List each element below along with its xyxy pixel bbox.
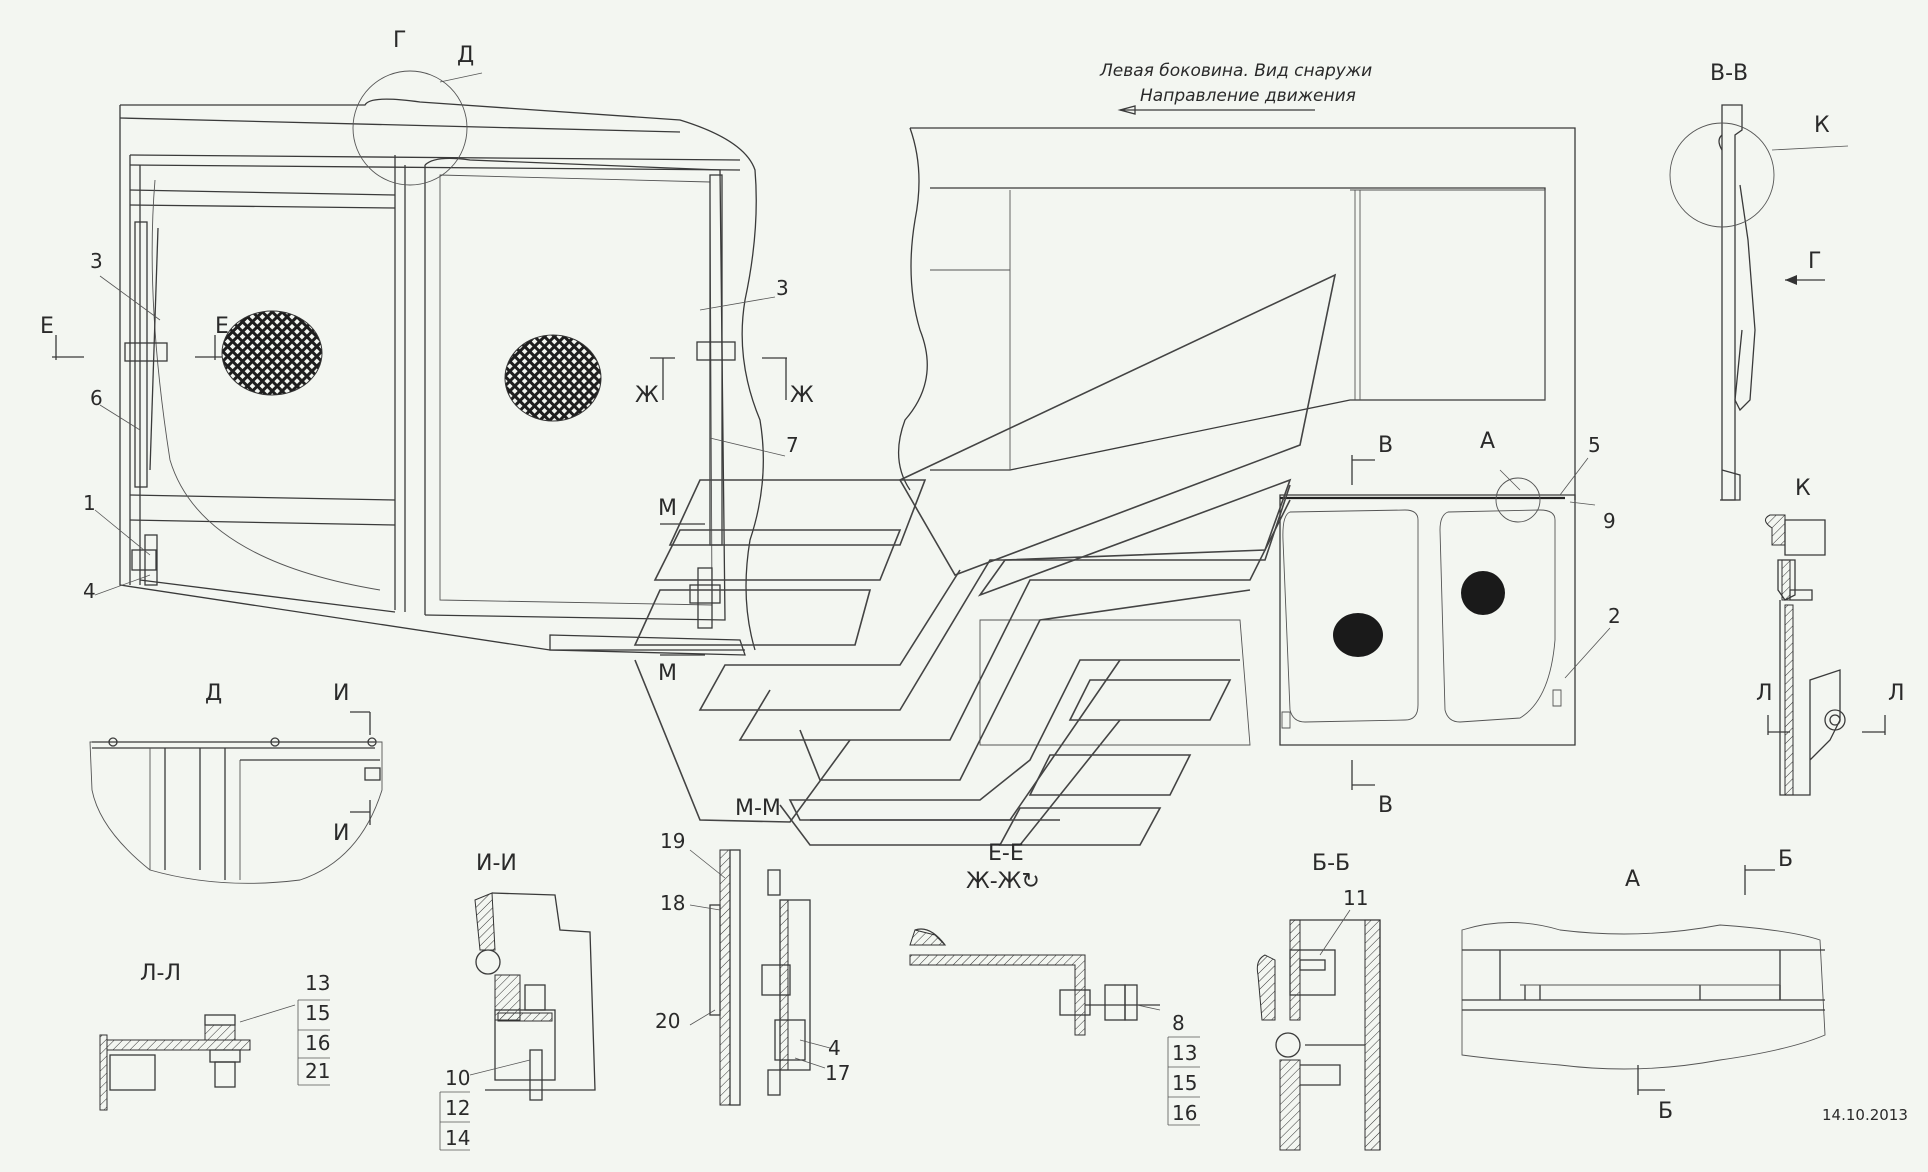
callout-16-e: 16 <box>1172 1101 1197 1125</box>
view-k-detail: К Л Л <box>1756 476 1905 796</box>
callout-19: 19 <box>660 829 685 853</box>
callout-6: 6 <box>90 386 103 410</box>
view-mark-a: А <box>1480 429 1495 454</box>
section-mark-m-top: М <box>658 496 677 521</box>
side-panel-view: Левая боковина. Вид снаружи Направление … <box>897 61 1621 818</box>
vent-hole-left <box>1333 613 1383 657</box>
vent-hole-right <box>1461 571 1505 615</box>
view-label-d: Д <box>457 43 474 68</box>
callout-20: 20 <box>655 1009 680 1033</box>
vent-grille-left <box>221 310 323 396</box>
section-mark-i-bottom: И <box>333 821 349 846</box>
section-v-v: В-В К Г <box>1669 61 1849 501</box>
section-title-l-l: Л-Л <box>140 961 181 986</box>
section-title-b-b: Б-Б <box>1312 851 1350 876</box>
section-mark-l-left: Л <box>1756 681 1773 706</box>
section-l-l: Л-Л 13 15 16 21 <box>99 961 330 1111</box>
callout-4-mm: 4 <box>828 1036 841 1060</box>
view-label-g: Г <box>393 28 406 53</box>
section-mark-e-left: Е <box>40 314 54 339</box>
callout-3-right: 3 <box>776 276 789 300</box>
section-mark-v-top: В <box>1378 433 1393 458</box>
callout-2: 2 <box>1608 604 1621 628</box>
callout-15-l: 15 <box>305 1001 330 1025</box>
note-direction: Направление движения <box>1140 86 1356 106</box>
section-b-b: Б-Б 11 <box>1256 851 1381 1151</box>
callout-8: 8 <box>1172 1011 1185 1035</box>
section-mark-e-right: Е <box>215 314 229 339</box>
callout-18: 18 <box>660 891 685 915</box>
callout-9: 9 <box>1603 509 1616 533</box>
exploded-panels <box>633 273 1337 846</box>
callout-15-e: 15 <box>1172 1071 1197 1095</box>
section-title-m-m: М-М <box>735 796 781 821</box>
callout-3-left: 3 <box>90 249 103 273</box>
view-a-detail: А Б Б <box>1461 847 1826 1124</box>
view-mark-g-arrow: Г <box>1808 249 1821 274</box>
callout-7: 7 <box>786 433 799 457</box>
callout-16-l: 16 <box>305 1031 330 1055</box>
callout-13-l: 13 <box>305 971 330 995</box>
cab-side-view: Г Д Е Е Ж Ж М М 3 3 6 7 1 4 <box>40 28 814 686</box>
section-mark-i-top: И <box>333 681 349 706</box>
section-mark-b-top: Б <box>1778 847 1793 872</box>
section-title-e-e: Е-Е <box>988 841 1024 866</box>
section-e-e: Е-Е Ж-Ж↻ 8 13 15 16 <box>909 841 1200 1126</box>
section-mark-l-right: Л <box>1888 681 1905 706</box>
callout-11: 11 <box>1343 886 1368 910</box>
section-mark-m-bottom: М <box>658 661 677 686</box>
section-mark-zh-left: Ж <box>635 383 659 408</box>
callout-17: 17 <box>825 1061 850 1085</box>
note-side-view: Левая боковина. Вид снаружи <box>1099 61 1372 81</box>
section-mark-zh-right: Ж <box>790 383 814 408</box>
vent-grille-right <box>504 334 602 422</box>
callout-21: 21 <box>305 1059 330 1083</box>
section-title-a: А <box>1625 867 1640 892</box>
callout-4-left: 4 <box>83 579 96 603</box>
callout-1: 1 <box>83 491 96 515</box>
section-mark-b-bottom: Б <box>1658 1099 1673 1124</box>
callout-10: 10 <box>445 1066 470 1090</box>
callout-13-e: 13 <box>1172 1041 1197 1065</box>
section-title-i-i: И-И <box>476 851 517 876</box>
view-mark-k: К <box>1814 113 1830 138</box>
section-title-v-v: В-В <box>1710 61 1748 86</box>
section-i-i: И-И 10 12 14 <box>439 851 596 1151</box>
section-m-m: М-М 19 18 20 4 17 <box>655 796 850 1106</box>
drawing-date: 14.10.2013 <box>1822 1106 1908 1124</box>
callout-12: 12 <box>445 1096 470 1120</box>
section-title-zh-zh: Ж-Ж↻ <box>966 869 1040 894</box>
section-title-k: К <box>1795 476 1811 501</box>
section-title-d: Д <box>205 681 222 706</box>
callout-5: 5 <box>1588 433 1601 457</box>
section-mark-v-bottom: В <box>1378 793 1393 818</box>
detail-d: Д И И <box>89 681 383 884</box>
callout-14: 14 <box>445 1126 470 1150</box>
